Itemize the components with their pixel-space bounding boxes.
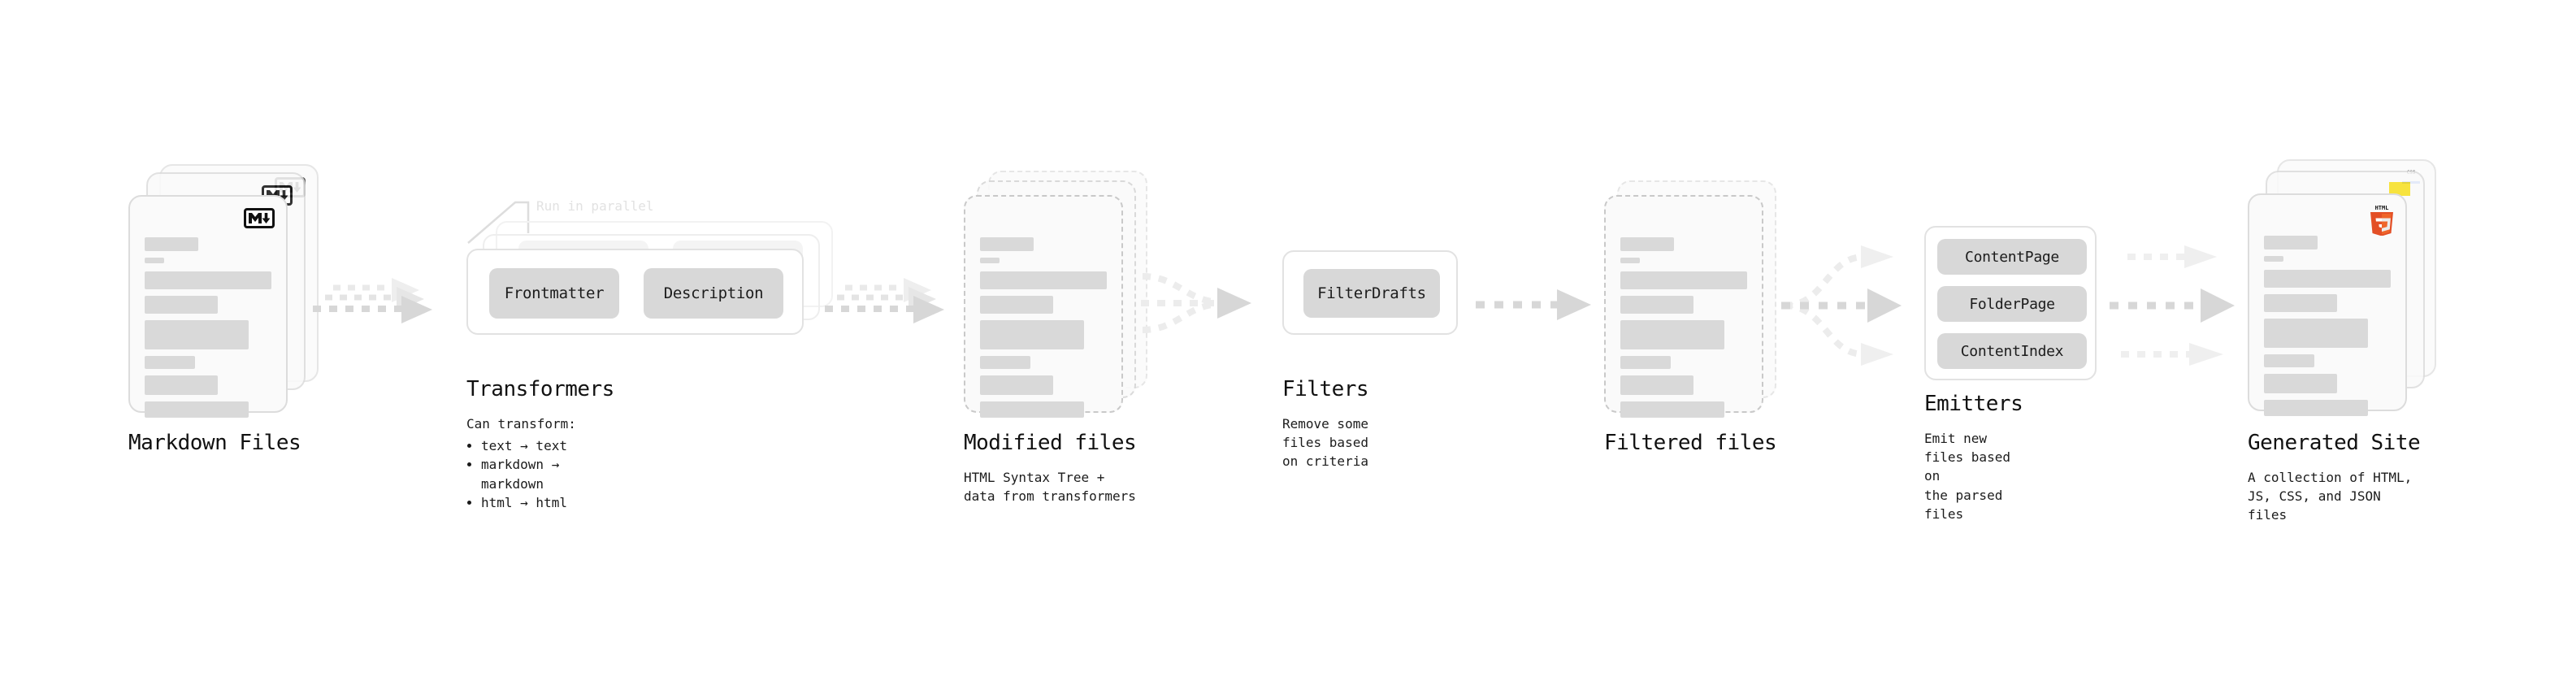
- skeleton-bar: [145, 401, 249, 418]
- skeleton-bar: [980, 296, 1054, 314]
- skeleton-bar: [1620, 375, 1694, 395]
- skeleton-bar: [980, 320, 1084, 349]
- emitters-caption: Emitters Emit new files based on the par…: [1924, 392, 2023, 523]
- stage-description: Remove some files based on criteria: [1282, 416, 1368, 470]
- site-card-front: HTML: [2248, 193, 2407, 416]
- markdown-files-caption: Markdown Files: [128, 431, 301, 468]
- document-skeleton: [980, 234, 1107, 418]
- stage-description: Emit new files based on the parsed files: [1924, 431, 2010, 522]
- markdown-badge: [244, 208, 275, 228]
- stage-title: Filtered files: [1604, 431, 1777, 455]
- filters-group: FilterDrafts: [1282, 250, 1458, 335]
- skeleton-bar: [1620, 296, 1694, 314]
- skeleton-bar: [1620, 237, 1674, 251]
- modified-files-caption: Modified files HTML Syntax Tree + data f…: [964, 431, 1137, 505]
- skeleton-bar: [2264, 236, 2318, 249]
- stage-description: A collection of HTML, JS, CSS, and JSON …: [2248, 470, 2413, 523]
- skeleton-bar: [1620, 320, 1724, 349]
- stage-title: Modified files: [964, 431, 1137, 455]
- skeleton-bar: [145, 237, 198, 251]
- skeleton-bar: [145, 375, 219, 395]
- run-in-parallel-bracket: [467, 201, 530, 244]
- skeleton-bar: [145, 271, 271, 289]
- modified-card-front: [964, 195, 1123, 418]
- emitter-pill-folderpage[interactable]: FolderPage: [1937, 286, 2087, 322]
- skeleton-bar: [980, 401, 1084, 418]
- arrow-transformers-to-modified: [825, 278, 944, 323]
- skeleton-bar: [145, 320, 249, 349]
- transformers-list-item: html → html: [481, 493, 614, 512]
- stage-title: Markdown Files: [128, 431, 301, 455]
- skeleton-bar: [980, 271, 1107, 289]
- generated-site-caption: Generated Site A collection of HTML, JS,…: [2248, 431, 2421, 525]
- html5-glyph: HTML: [2370, 205, 2393, 236]
- skeleton-bar: [980, 237, 1034, 251]
- transformer-pill-frontmatter[interactable]: Frontmatter: [489, 268, 619, 319]
- arrow-markdown-to-transformers: [313, 278, 432, 323]
- emitter-pill-contentpage[interactable]: ContentPage: [1937, 239, 2087, 275]
- document-skeleton: [1620, 234, 1747, 418]
- svg-text:HTML: HTML: [2375, 205, 2389, 211]
- markdown-card-front: [128, 195, 288, 418]
- skeleton-bar: [1620, 258, 1640, 263]
- emitters-group: ContentPage FolderPage ContentIndex: [1924, 226, 2097, 380]
- skeleton-bar: [980, 375, 1054, 395]
- document-skeleton: [145, 234, 271, 418]
- arrow-emitters-to-site: [2110, 245, 2235, 366]
- markdown-glyph: [249, 213, 270, 223]
- skeleton-bar: [145, 296, 219, 314]
- stage-description: HTML Syntax Tree + data from transformer…: [964, 470, 1136, 505]
- arrow-modified-to-filters: [1141, 273, 1251, 333]
- transformers-list: text → text markdown → markdown html → h…: [466, 436, 614, 512]
- skeleton-bar: [2264, 319, 2368, 348]
- transformer-pill-description[interactable]: Description: [644, 268, 783, 319]
- skeleton-bar: [1620, 356, 1672, 369]
- transformers-list-item: markdown → markdown: [481, 455, 614, 492]
- html5-badge: HTML: [2368, 203, 2396, 236]
- skeleton-bar: [145, 258, 164, 263]
- skeleton-bar: [2264, 270, 2391, 288]
- stage-title: Transformers: [466, 377, 614, 401]
- skeleton-bar: [1620, 401, 1724, 418]
- filtered-card-front: [1604, 195, 1763, 418]
- stage-title: Filters: [1282, 377, 1369, 401]
- arrow-filters-to-filtered: [1476, 289, 1591, 320]
- filters-caption: Filters Remove some files based on crite…: [1282, 377, 1369, 471]
- transformers-list-item: text → text: [481, 436, 614, 455]
- arrow-filtered-to-emitters: [1781, 245, 1902, 366]
- skeleton-bar: [2264, 354, 2315, 367]
- run-in-parallel-label: Run in parallel: [536, 198, 654, 214]
- skeleton-bar: [2264, 374, 2338, 393]
- stage-title: Emitters: [1924, 392, 2023, 416]
- filter-pill-filterdrafts[interactable]: FilterDrafts: [1303, 269, 1440, 318]
- skeleton-bar: [2264, 256, 2283, 262]
- skeleton-bar: [2264, 400, 2368, 416]
- skeleton-bar: [2264, 294, 2338, 312]
- js-badge: [2389, 182, 2410, 196]
- stage-title: Generated Site: [2248, 431, 2421, 455]
- document-skeleton: [2264, 232, 2391, 416]
- skeleton-bar: [1620, 271, 1747, 289]
- emitter-pill-contentindex[interactable]: ContentIndex: [1937, 333, 2087, 369]
- skeleton-bar: [980, 258, 1000, 263]
- skeleton-bar: [145, 356, 196, 369]
- filtered-files-caption: Filtered files: [1604, 431, 1777, 468]
- transformers-group: Frontmatter Description: [466, 249, 804, 335]
- skeleton-bar: [980, 356, 1031, 369]
- transformers-caption: Transformers Can transform: text → text …: [466, 377, 614, 512]
- transformers-intro: Can transform:: [466, 416, 576, 432]
